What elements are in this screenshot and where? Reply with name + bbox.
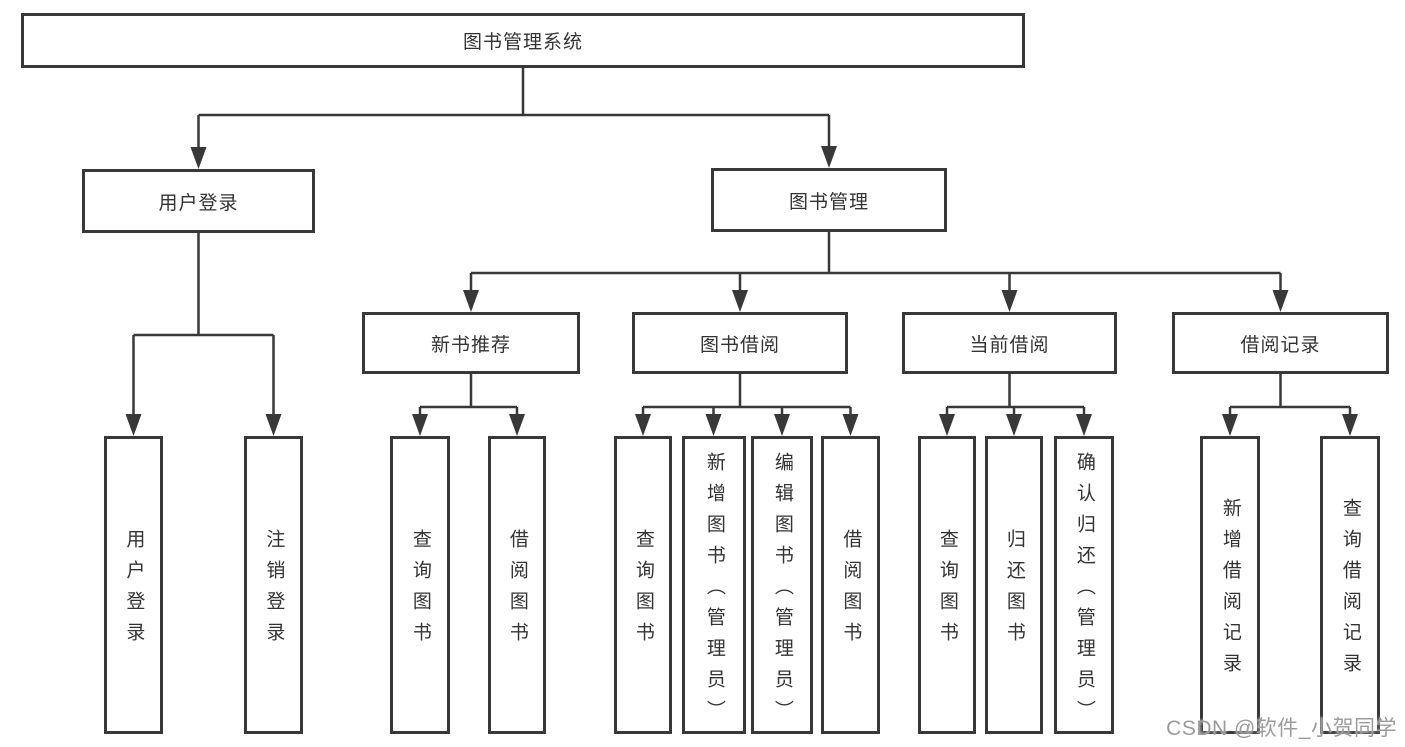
leaf-add-book-admin: 新增图书（管理员） xyxy=(682,436,746,734)
leaf-query-books-current-label: 查询图书 xyxy=(936,529,958,653)
leaf-query-books-recommend: 查询图书 xyxy=(390,436,450,734)
leaf-add-borrow-record-label: 新增借阅记录 xyxy=(1219,498,1241,684)
node-new-book-recommend-label: 新书推荐 xyxy=(430,334,511,356)
leaf-confirm-return-admin: 确认归还（管理员） xyxy=(1054,436,1114,734)
leaf-borrow-books-recommend-label: 借阅图书 xyxy=(506,529,528,653)
leaf-query-books-current: 查询图书 xyxy=(918,436,976,734)
node-current-borrow-label: 当前借阅 xyxy=(969,334,1050,356)
leaf-add-borrow-record: 新增借阅记录 xyxy=(1200,436,1260,734)
leaf-confirm-return-admin-label: 确认归还（管理员） xyxy=(1073,451,1095,731)
leaf-query-borrow-record-label: 查询借阅记录 xyxy=(1339,498,1361,684)
leaf-edit-book-admin-label: 编辑图书（管理员） xyxy=(771,451,793,731)
node-new-book-recommend: 新书推荐 xyxy=(362,312,580,374)
leaf-user-login-label: 用户登录 xyxy=(123,529,145,653)
leaf-logout: 注销登录 xyxy=(244,436,303,734)
leaf-borrow-books-borrow: 借阅图书 xyxy=(821,436,880,734)
node-borrow-records: 借阅记录 xyxy=(1172,312,1389,374)
node-book-management-label: 图书管理 xyxy=(788,191,869,213)
leaf-query-borrow-record: 查询借阅记录 xyxy=(1320,436,1380,734)
node-user-login-label: 用户登录 xyxy=(158,192,239,214)
leaf-logout-label: 注销登录 xyxy=(263,529,285,653)
leaf-add-book-admin-label: 新增图书（管理员） xyxy=(703,451,725,731)
leaf-borrow-books-recommend: 借阅图书 xyxy=(488,436,546,734)
leaf-user-login: 用户登录 xyxy=(104,436,163,734)
node-user-login: 用户登录 xyxy=(82,169,315,233)
node-book-borrow-label: 图书借阅 xyxy=(699,334,780,356)
leaf-query-books-borrow: 查询图书 xyxy=(614,436,672,734)
node-borrow-records-label: 借阅记录 xyxy=(1240,334,1321,356)
node-root: 图书管理系统 xyxy=(21,13,1025,68)
node-book-borrow: 图书借阅 xyxy=(632,312,848,374)
node-book-management: 图书管理 xyxy=(711,168,947,232)
leaf-borrow-books-borrow-label: 借阅图书 xyxy=(840,529,862,653)
node-root-label: 图书管理系统 xyxy=(462,32,583,53)
leaf-return-book-label: 归还图书 xyxy=(1003,529,1025,653)
leaf-query-books-recommend-label: 查询图书 xyxy=(409,529,431,653)
node-current-borrow: 当前借阅 xyxy=(902,312,1117,374)
leaf-query-books-borrow-label: 查询图书 xyxy=(632,529,654,653)
leaf-edit-book-admin: 编辑图书（管理员） xyxy=(751,436,813,734)
leaf-return-book: 归还图书 xyxy=(985,436,1043,734)
